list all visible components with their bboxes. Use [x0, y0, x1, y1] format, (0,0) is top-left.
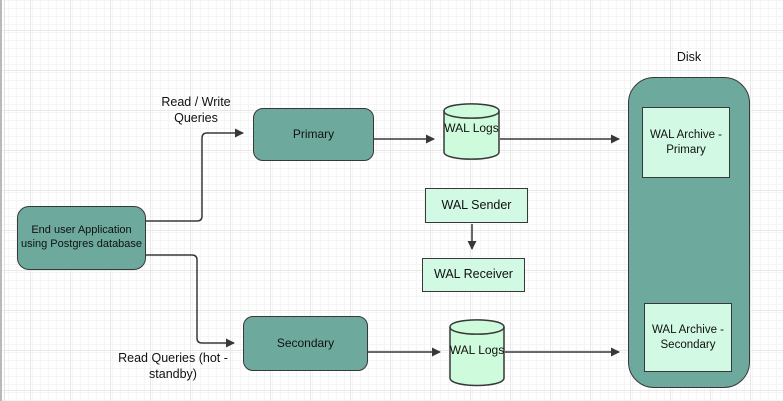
wal-receiver-node[interactable]: WAL Receiver — [422, 258, 525, 292]
wal-logs-primary-label: WAL Logs — [444, 121, 499, 135]
read-queries-hot-standby-label: Read Queries (hot - standby) — [118, 351, 228, 381]
secondary-label: Secondary — [276, 336, 335, 350]
database-cylinder-icon — [443, 103, 500, 160]
disk-label: Disk — [676, 50, 702, 64]
wal-logs-secondary-label: WAL Logs — [449, 343, 505, 357]
secondary-node[interactable]: Secondary — [243, 316, 368, 371]
canvas-left-edge-inner — [4, 0, 5, 401]
wal-archive-secondary-node[interactable]: WAL Archive - Secondary — [644, 303, 732, 372]
end-user-application-node[interactable]: End user Application using Postgres data… — [17, 206, 146, 270]
wal-archive-primary-node[interactable]: WAL Archive - Primary — [642, 107, 730, 178]
primary-node[interactable]: Primary — [253, 108, 374, 161]
wal-sender-label: WAL Sender — [441, 197, 512, 212]
connector-enduser-to-primary — [146, 128, 244, 222]
read-write-queries-label: Read / Write Queries — [161, 95, 231, 125]
wal-logs-primary-cylinder[interactable]: WAL Logs — [443, 100, 500, 163]
wal-receiver-label: WAL Receiver — [434, 267, 513, 282]
wal-archive-primary-label: WAL Archive - Primary — [650, 129, 722, 156]
wal-sender-node[interactable]: WAL Sender — [425, 188, 528, 223]
primary-label: Primary — [292, 127, 335, 141]
database-cylinder-icon — [449, 319, 505, 387]
wal-archive-secondary-label: WAL Archive - Secondary — [652, 324, 724, 351]
end-user-application-label: End user Application using Postgres data… — [20, 224, 143, 250]
connector-enduser-to-secondary — [146, 254, 235, 348]
wal-logs-secondary-cylinder[interactable]: WAL Logs — [449, 316, 505, 390]
canvas-left-edge — [0, 0, 2, 401]
